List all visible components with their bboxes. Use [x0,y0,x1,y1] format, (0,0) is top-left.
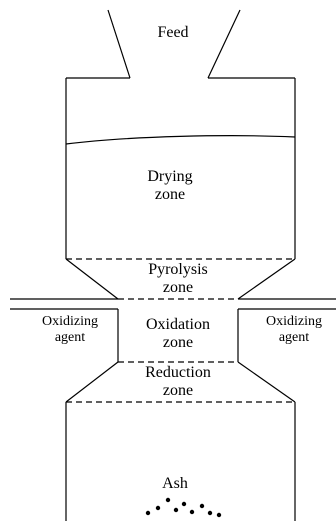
ash-particle [199,503,205,509]
oxidation-zone-label: Oxidation zone [128,316,228,353]
ash-particle [145,510,151,516]
feed-text: Feed [157,24,189,41]
lower-taper-left [65,361,119,403]
ash-text: Ash [162,475,188,492]
reduction-zone-label: Reduction zone [128,364,228,401]
oxidizing-agent-right-line2: agent [278,330,310,346]
oxidizing-agent-right-label: Oxidizing agent [254,314,334,346]
ash-label: Ash [150,475,200,493]
pyrolysis-zone-label: Pyrolysis zone [128,261,228,298]
feed-hopper-right-wall [207,9,241,79]
oxidizing-agent-right-line1: Oxidizing [266,314,322,329]
drying-zone-line1: Drying [147,168,193,185]
reduction-zone-line1: Reduction [145,364,211,381]
fuel-surface-curve [65,135,296,145]
feed-hopper-left-wall [107,9,131,79]
pyrolysis-zone-line1: Pyrolysis [148,261,208,278]
ash-particle [155,505,161,511]
ash-particle [165,497,171,503]
oxidation-zone-line1: Oxidation [146,316,210,333]
oxidizing-agent-left-line1: Oxidizing [42,314,98,329]
feed-label: Feed [148,24,198,42]
upper-taper-right [237,258,296,300]
ash-particle [173,507,179,513]
upper-taper-left [65,258,119,300]
ash-particle [216,512,222,518]
drying-zone-label: Drying zone [130,168,210,205]
ash-particle [181,501,187,507]
oxidizing-agent-left-label: Oxidizing agent [30,314,110,346]
drying-zone-line2: zone [154,186,186,204]
oxidizing-agent-left-line2: agent [54,330,86,346]
lower-taper-right [237,361,296,403]
oxidation-zone-line2: zone [162,334,194,352]
ash-particle [189,509,195,515]
ash-particle [207,510,213,516]
reduction-zone-line2: zone [162,382,194,400]
pyrolysis-zone-line2: zone [162,279,194,297]
